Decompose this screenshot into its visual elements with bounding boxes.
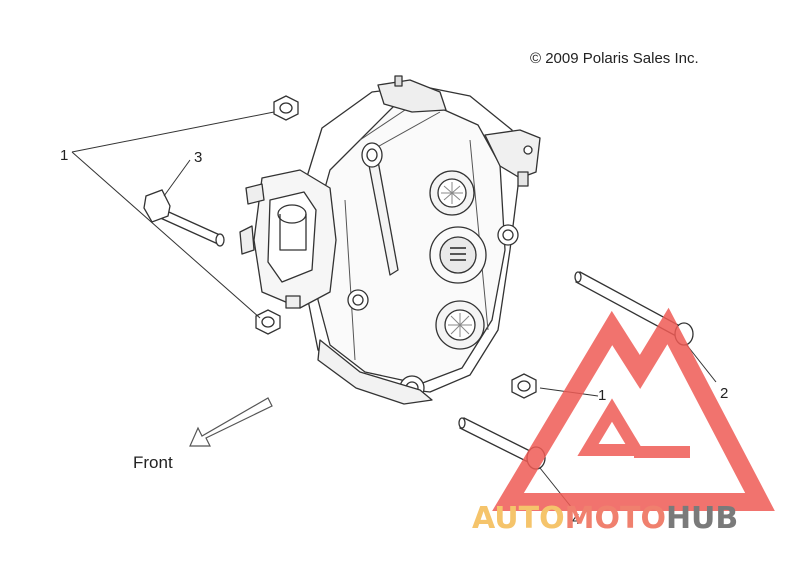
bolt-3 (143, 189, 225, 247)
copyright-text: © 2009 Polaris Sales Inc. (530, 50, 699, 67)
watermark-auto: AUTO (472, 501, 565, 536)
nut-lower-left (255, 309, 281, 335)
callout-3: 3 (194, 149, 202, 166)
watermark-logo-icon (492, 307, 775, 511)
nut-top (273, 95, 299, 121)
watermark-hub: HUB (666, 501, 738, 536)
callout-1-right: 1 (598, 387, 606, 404)
watermark-text: AUTOMOTOHUB (472, 501, 738, 536)
front-label: Front (133, 453, 173, 472)
callout-4: 4 (572, 511, 580, 528)
callout-1-left: 1 (60, 147, 68, 164)
nut-right (511, 373, 537, 399)
transmission-housing (239, 75, 541, 405)
callout-2: 2 (720, 385, 728, 402)
front-arrow-icon (189, 397, 273, 447)
watermark-moto: MOTO (565, 501, 666, 536)
